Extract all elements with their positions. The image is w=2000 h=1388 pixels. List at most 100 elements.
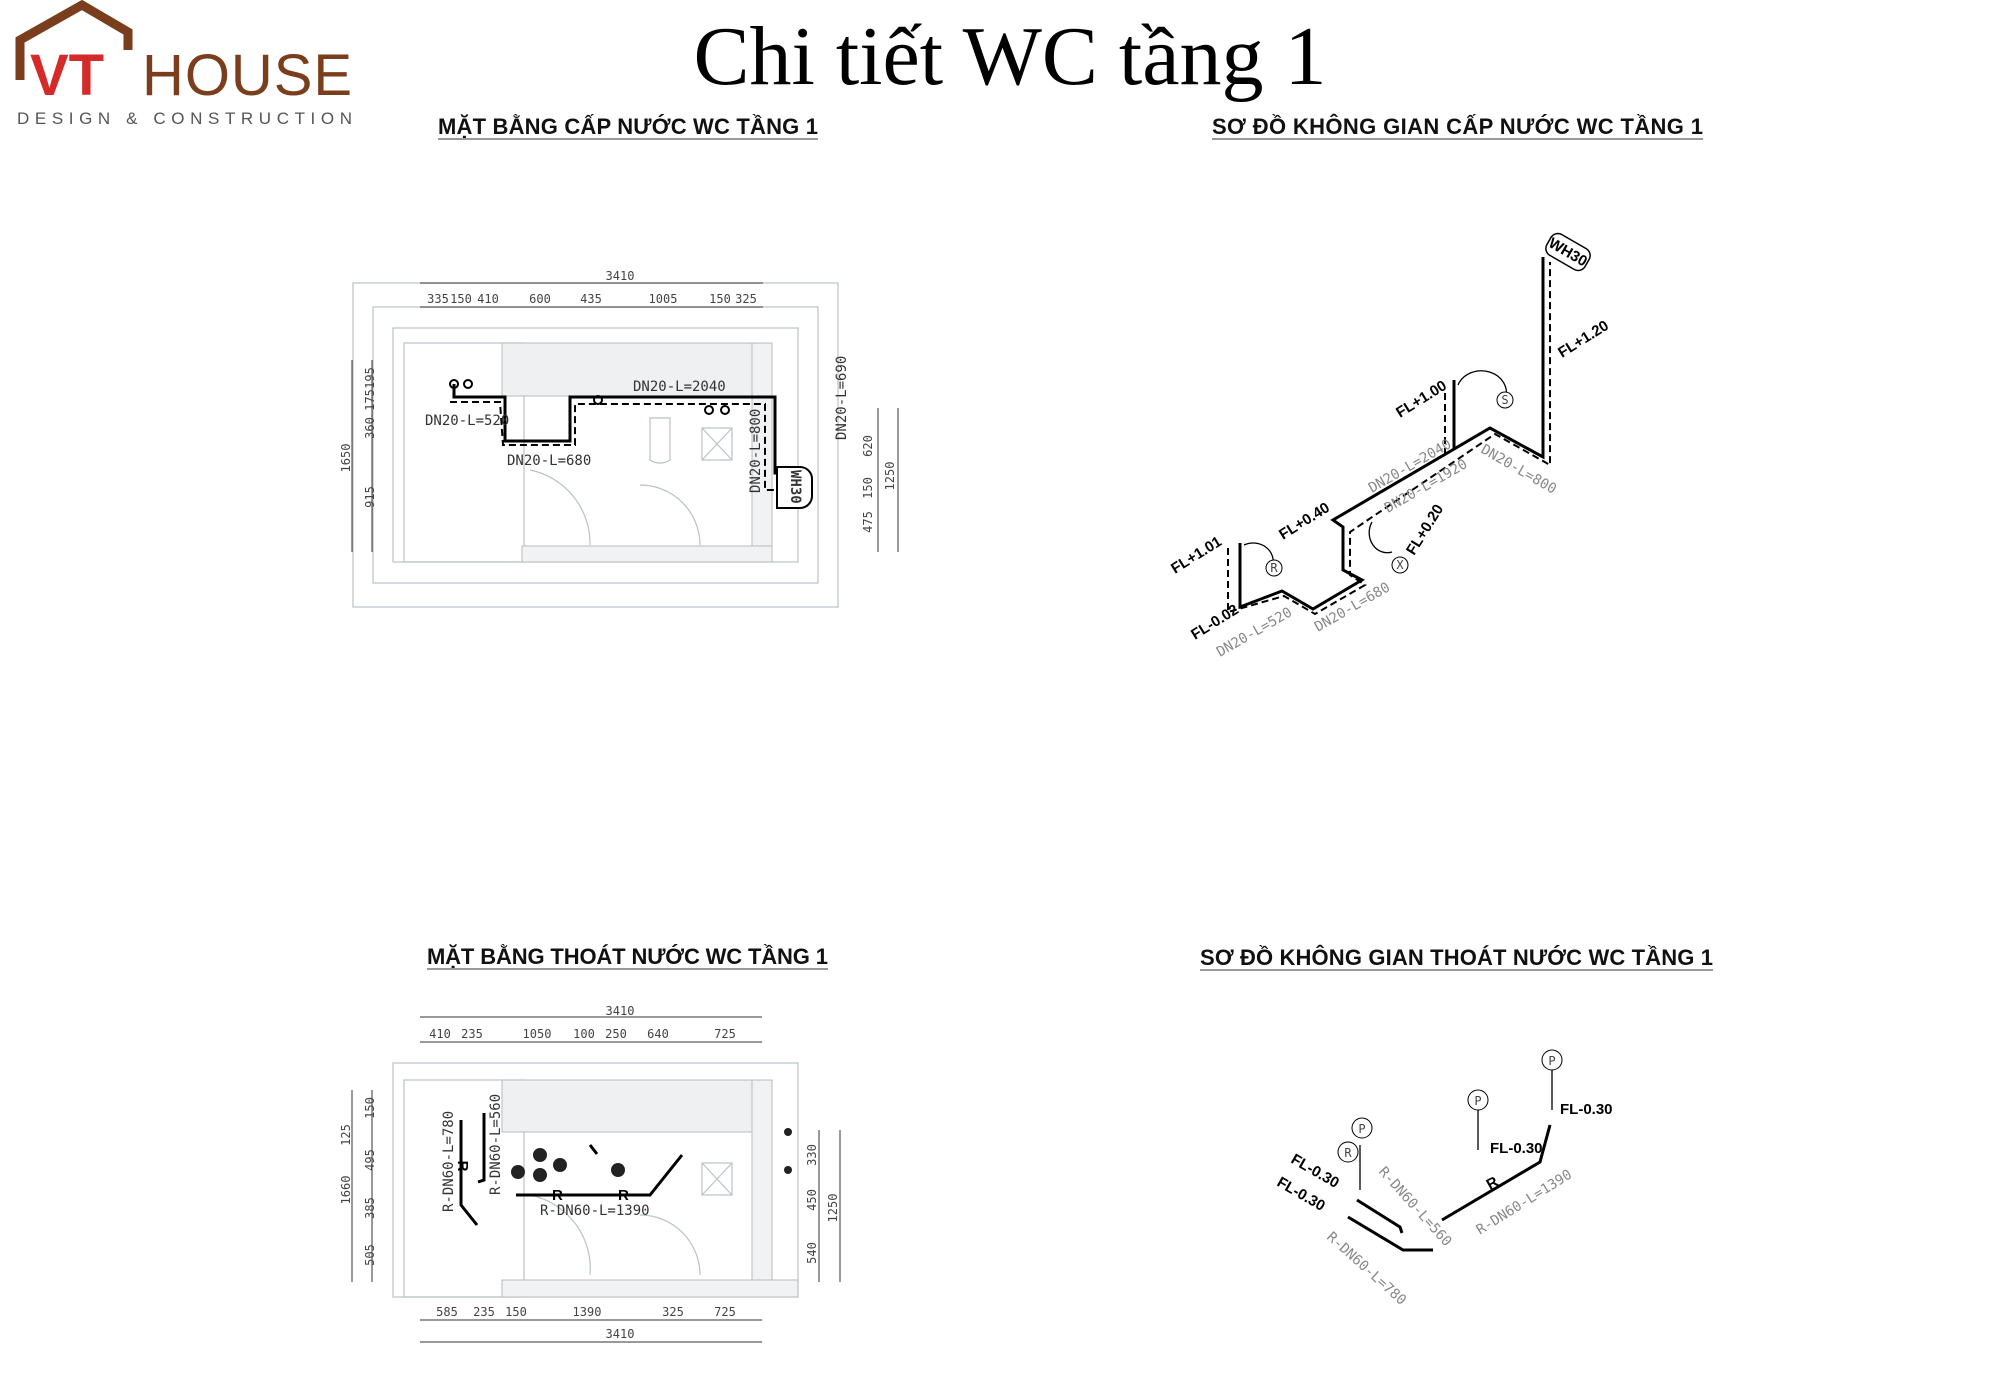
- drawing-label: 1390: [573, 1305, 602, 1319]
- toilet-icon: [649, 417, 671, 464]
- heading-supply-plan: MẶT BẰNG CẤP NƯỚC WC TẦNG 1: [438, 114, 818, 139]
- drawing-label: X: [1396, 558, 1404, 572]
- drawing-label: R: [1270, 561, 1278, 575]
- supply-isometric: WH30 FL+1.20 FL+1.00 FL+0.40 FL+0.20 FL+…: [1168, 232, 1612, 660]
- floor-drain-icon: [701, 1162, 733, 1196]
- drawing-label: 640: [647, 1027, 669, 1041]
- drawing-label: R: [1484, 1173, 1502, 1193]
- drawing-label: 385: [363, 1197, 377, 1219]
- drawing-label: 495: [363, 1149, 377, 1171]
- drawing-label: 150: [505, 1305, 527, 1319]
- drawing-label: 435: [580, 292, 602, 306]
- door-swing: [639, 484, 701, 546]
- heater-label: WH30: [787, 470, 803, 504]
- logo-name: HOUSE: [142, 43, 352, 108]
- level-label: FL+1.00: [1393, 377, 1450, 421]
- drawing-label: 505: [363, 1244, 377, 1266]
- drawing-label: 150: [363, 1097, 377, 1119]
- drawing-label: 410: [429, 1027, 451, 1041]
- drawing-label: 150: [709, 292, 731, 306]
- fixture-marker: [1496, 391, 1514, 409]
- drawing-label: R-DN60-L=780: [441, 1111, 457, 1212]
- floor-drain-marker: [511, 1128, 792, 1182]
- drawing-label: 1250: [826, 1194, 840, 1223]
- drain-pipe: [1347, 1215, 1433, 1252]
- drawing-label: 540: [805, 1242, 819, 1264]
- drawing-label: 1005: [649, 292, 678, 306]
- drain-plan: 3410 410 235 1050 100 250 640 725 585 23…: [339, 1004, 841, 1343]
- drawing-label: 475: [861, 511, 875, 533]
- drawing-label: R: [618, 1187, 629, 1204]
- drawing-label: 235: [473, 1305, 495, 1319]
- page-title: Chi tiết WC tầng 1: [693, 10, 1326, 103]
- drain-pipe: [459, 1120, 479, 1226]
- drawing-label: 450: [805, 1189, 819, 1211]
- drawing-label: P: [1548, 1054, 1555, 1068]
- water-heater-icon: [776, 466, 813, 509]
- supply-pipe-dashed: [450, 401, 775, 491]
- drain-isometric: P P P R FL-0.30 FL-0.30 FL-0.30 FL-0.30 …: [1274, 1049, 1613, 1309]
- heading-drain-iso: SƠ ĐỒ KHÔNG GIAN THOÁT NƯỚC WC TẦNG 1: [1200, 945, 1713, 970]
- iso-pipe-solid: [1238, 257, 1545, 611]
- drawing-label: S: [1501, 393, 1508, 407]
- supply-plan: 3410 335 150 410 600 435 1005 150 325 16…: [339, 269, 899, 608]
- tap-icon: [449, 379, 730, 415]
- drawing-label: 600: [529, 292, 551, 306]
- drawing-label: 620: [861, 435, 875, 457]
- drawing-label: P: [1358, 1122, 1365, 1136]
- fixture-marker: P P P R: [1337, 1049, 1563, 1163]
- drain-pipe: [1441, 1124, 1552, 1222]
- drawing-label: 125: [339, 1124, 353, 1146]
- drawing-label: R: [552, 1187, 563, 1204]
- drawing-label: 360: [363, 417, 377, 439]
- counter-hatch: [501, 1079, 753, 1133]
- drawing-label: P: [1474, 1094, 1481, 1108]
- drawing-label: FL-0.30: [1490, 1140, 1543, 1157]
- drain-pipe: [516, 1154, 684, 1197]
- drain-pipe: [477, 1113, 486, 1184]
- drawing-label: 150: [861, 477, 875, 499]
- drawing-label: 175: [363, 389, 377, 411]
- drawing-label: FL-0.30: [1560, 1101, 1613, 1118]
- drawing-label: 3410: [606, 1004, 635, 1018]
- door-swing: [639, 1214, 701, 1276]
- pipe-label: DN20-L=800: [748, 409, 764, 493]
- drawing-label: 330: [805, 1144, 819, 1166]
- drawing-label: R: [1344, 1146, 1352, 1160]
- floor-drain-icon: [701, 427, 733, 461]
- pipe-label: DN20-L=680: [1312, 579, 1393, 635]
- logo-tagline: DESIGN & CONSTRUCTION: [17, 109, 352, 128]
- drawing-label: 915: [363, 486, 377, 508]
- drawing-label: R-DN60-L=560: [1375, 1164, 1455, 1250]
- level-label: FL+1.01: [1168, 533, 1225, 577]
- drawing-label: 1660: [339, 1176, 353, 1205]
- dims-top: 335 150 410 600 435 1005 150 325: [427, 292, 757, 306]
- heading-drain-plan: MẶT BẰNG THOÁT NƯỚC WC TẦNG 1: [427, 944, 828, 969]
- pipe-label: DN20-L=520: [425, 413, 509, 429]
- fixture-marker: [1391, 556, 1409, 574]
- pipe-label: DN20-L=800: [1478, 442, 1559, 498]
- door-swing: [529, 1194, 591, 1276]
- drawing-label: 235: [461, 1027, 483, 1041]
- drawing-label: 3410: [606, 1327, 635, 1341]
- dim-label: 3410: [606, 269, 635, 283]
- drawing-label: R-DN60-L=1390: [540, 1203, 650, 1219]
- level-label: FL+0.20: [1403, 501, 1447, 558]
- drawing-label: R: [454, 1161, 471, 1172]
- door-swing: [529, 469, 591, 546]
- logo-mark: VT: [30, 43, 104, 108]
- drawing-label: 250: [605, 1027, 627, 1041]
- drawing-label: 410: [477, 292, 499, 306]
- drawing-label: 725: [714, 1027, 736, 1041]
- drawing-label: 585: [436, 1305, 458, 1319]
- drawing-label: 325: [735, 292, 757, 306]
- logo-roof-icon: [15, 0, 133, 80]
- drawing-label: 325: [662, 1305, 684, 1319]
- drawing-label: R-DN60-L=780: [1323, 1229, 1409, 1309]
- drawing-label: 725: [714, 1305, 736, 1319]
- vt-house-logo: VT HOUSE DESIGN & CONSTRUCTION: [15, 0, 352, 128]
- level-label: FL+0.40: [1276, 499, 1333, 543]
- drawing-label: 1050: [523, 1027, 552, 1041]
- pipe-label: DN20-L=2040: [633, 379, 726, 395]
